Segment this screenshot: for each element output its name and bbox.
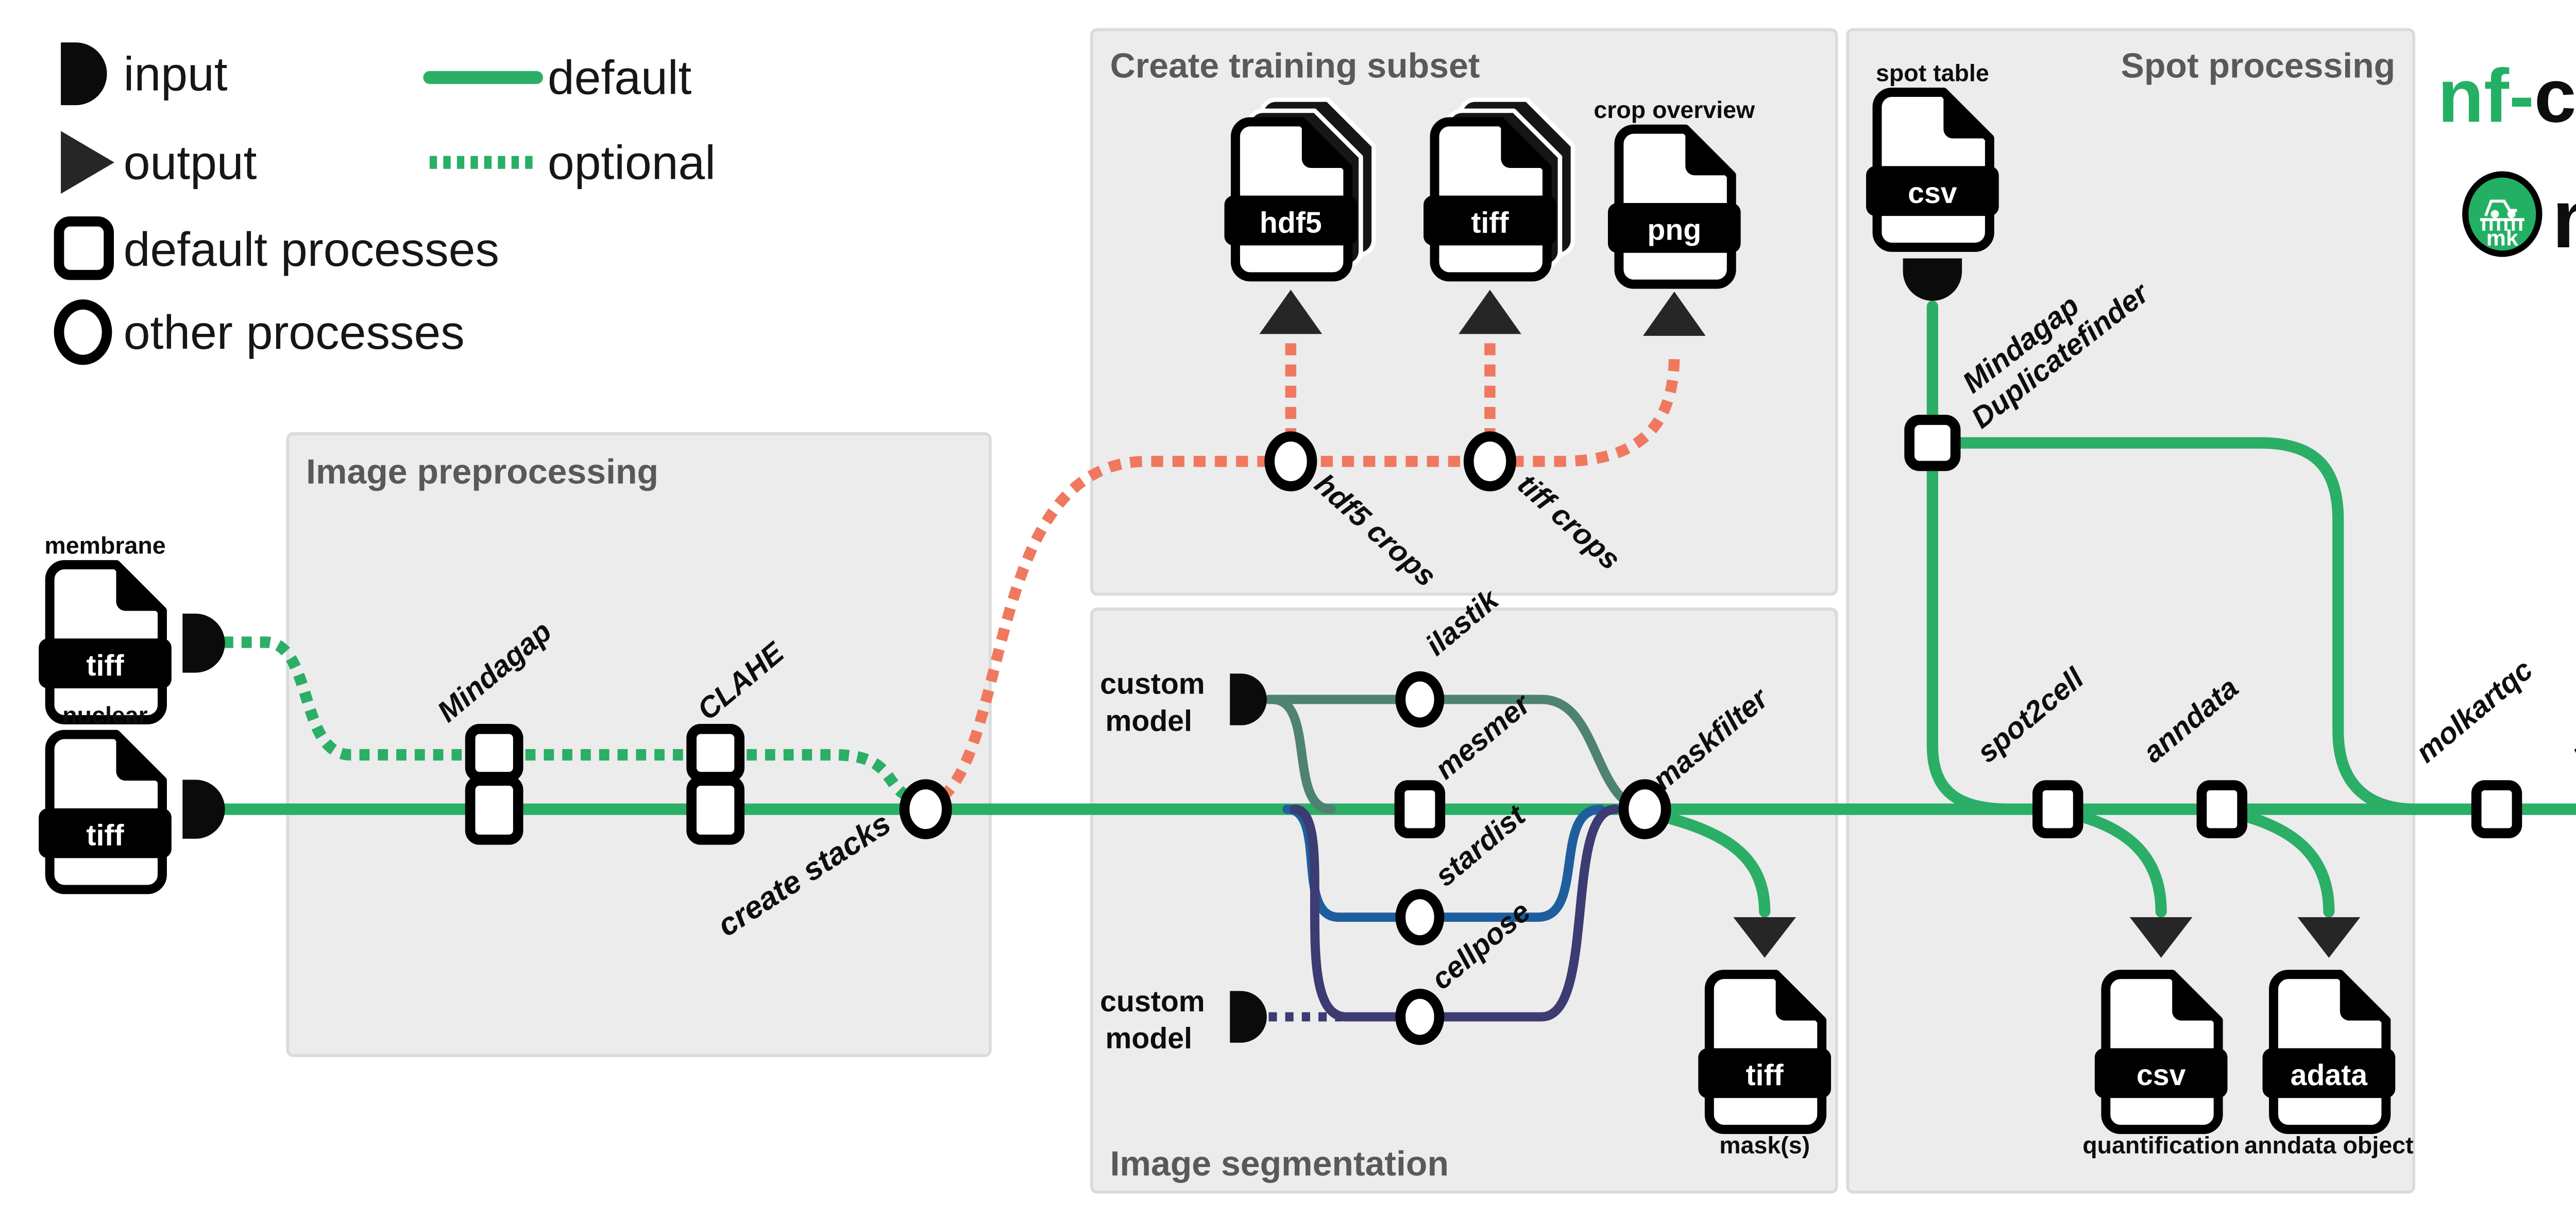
label-molkartqc: molkartqc (2410, 653, 2539, 769)
legend-default-label: default (548, 51, 691, 105)
custom-model-bottom-line1: custom (1100, 985, 1205, 1018)
file-icon-spot-table-csv: csv (1866, 88, 1999, 252)
spot-table-ext-label: csv (1908, 177, 1957, 210)
legend-output-label: output (124, 136, 257, 189)
file-icon-anndata-adata: adata (2262, 970, 2396, 1135)
output-arrows (1259, 290, 2361, 958)
output-arrow-quantification-icon (2129, 917, 2193, 958)
membrane-input-icon (182, 613, 225, 673)
label-custom-model-top: custom model (1100, 668, 1205, 738)
quantification-caption: quantification (2082, 1132, 2240, 1159)
edge-training-optional (938, 354, 1680, 802)
file-icon-tiff-stack: tiff (1423, 97, 1575, 282)
section-title-training: Create training subset (1110, 46, 1480, 85)
box-spot-processing (1846, 28, 2415, 1194)
process-node-stardist (1395, 889, 1445, 945)
box-image-preprocessing (286, 432, 992, 1057)
default-process-icon (54, 216, 114, 280)
process-node-clahe (686, 723, 745, 845)
process-node-anndata (2196, 780, 2248, 839)
nuclear-input-icon (182, 780, 225, 839)
logo-brand: nf-core/ (2438, 54, 2576, 138)
other-process-icon (54, 299, 112, 365)
badge-label: mk (2486, 226, 2518, 250)
masks-ext-label: tiff (1746, 1059, 1784, 1092)
logo-pipeline-name: molkart (2552, 173, 2576, 265)
quantification-ext-label: csv (2137, 1059, 2186, 1092)
tiff-crops-ext-label: tiff (1471, 206, 1509, 239)
output-arrow-masks-icon (1733, 917, 1797, 958)
membrane-ext-label: tiff (86, 649, 124, 682)
legend: input output default processes other pro… (54, 42, 716, 365)
process-node-duplicatefinder (1904, 415, 1961, 471)
adata-ext-label: adata (2291, 1059, 2368, 1092)
edge-ilastik-branch (1267, 695, 1336, 814)
process-node-cellpose (1395, 988, 1445, 1045)
edge-anndata-out (2224, 806, 2335, 918)
file-icon-nuclear-tiff: tiff (39, 730, 172, 894)
edge-dup-to-molkartqc (1951, 437, 2421, 815)
custom-model-top-line2: model (1105, 704, 1192, 737)
mk-badge-icon: mk (2462, 171, 2543, 257)
edge-masks-out (1646, 808, 1771, 918)
process-nodes (465, 415, 2522, 1045)
output-arrow-hdf5-icon (1259, 290, 1323, 334)
spot-table-caption: spot table (1876, 60, 1989, 87)
input-glyphs (182, 258, 1962, 1043)
process-node-tiff-crops (1463, 431, 1516, 492)
spot-table-input-icon (1903, 258, 1962, 301)
custom-model-top-input-icon (1230, 673, 1267, 725)
custom-model-bottom-input-icon (1230, 991, 1267, 1043)
edge-membrane-optional (223, 636, 913, 803)
output-arrow-anndata-icon (2297, 917, 2361, 958)
logo-brand-prefix: nf- (2438, 54, 2534, 138)
file-icon-png: png (1607, 124, 1741, 289)
label-custom-model-bottom: custom model (1100, 985, 1205, 1055)
nuclear-caption: nuclear (62, 702, 147, 729)
crop-overview-caption: crop overview (1594, 96, 1755, 123)
process-node-ilastik (1395, 671, 1445, 728)
file-icon-hdf5-stack: hdf5 (1224, 97, 1376, 282)
legend-other-processes-label: other processes (124, 306, 465, 359)
logo: nf-core/ mk molkart (2438, 54, 2576, 265)
masks-caption: mask(s) (1719, 1132, 1810, 1159)
section-title-preprocessing: Image preprocessing (306, 452, 658, 491)
file-icons: membrane tiff nuclear tiff hdf5 (39, 60, 2413, 1159)
process-node-create-stacks (899, 779, 952, 839)
process-node-spot2cell (2032, 780, 2083, 839)
output-arrow-png-icon (1642, 291, 1706, 336)
output-arrow-tiff-icon (1459, 290, 1521, 334)
legend-optional-label: optional (548, 136, 716, 189)
process-node-hdf5-crops (1264, 431, 1317, 492)
output-icon (61, 131, 114, 194)
anndata-object-caption: anndata object (2244, 1132, 2413, 1159)
file-icon-quantification-csv: csv (2094, 970, 2228, 1135)
legend-default-processes-label: default processes (124, 223, 499, 276)
process-node-molkartqc (2471, 780, 2522, 839)
membrane-caption: membrane (44, 532, 165, 559)
input-icon (61, 42, 107, 106)
legend-input-label: input (124, 47, 228, 100)
label-multiqc: multiqc (2565, 676, 2576, 769)
process-node-maskfilter (1618, 779, 1671, 839)
section-title-segmentation: Image segmentation (1110, 1144, 1449, 1183)
custom-model-bottom-line2: model (1105, 1022, 1192, 1055)
process-node-mesmer (1394, 780, 1446, 839)
nuclear-ext-label: tiff (86, 819, 124, 852)
png-ext-label: png (1647, 214, 1701, 247)
process-node-mindagap (465, 723, 523, 845)
box-image-segmentation (1090, 607, 1838, 1194)
edge-quantification-out (2059, 806, 2167, 918)
custom-model-top-line1: custom (1100, 668, 1205, 701)
hdf5-ext-label: hdf5 (1260, 206, 1322, 239)
file-icon-membrane-tiff: tiff (39, 560, 172, 724)
logo-brand-suffix: core/ (2534, 54, 2576, 138)
edges (217, 300, 2576, 1022)
section-title-spot: Spot processing (2121, 46, 2396, 85)
edge-dup-to-main (1926, 461, 2016, 815)
file-icon-masks-tiff: tiff (1698, 970, 1832, 1135)
